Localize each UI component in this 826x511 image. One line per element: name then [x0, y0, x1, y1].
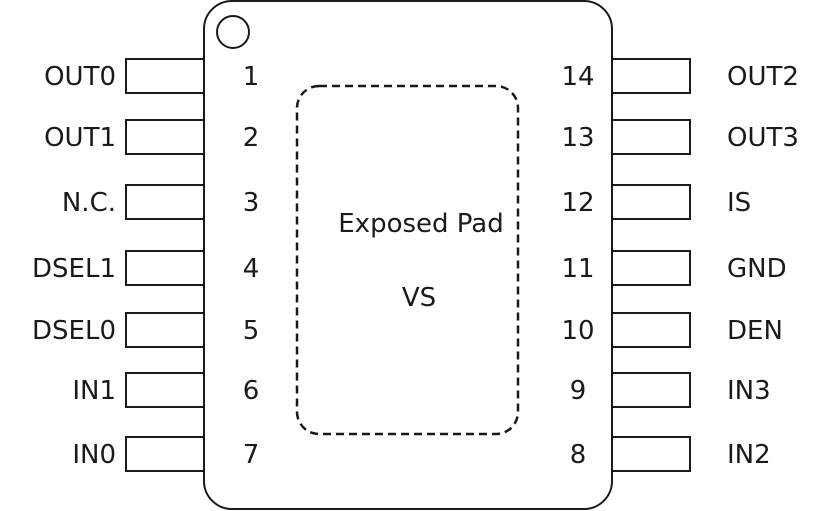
pin-name: IS — [727, 188, 751, 218]
pin-number: 2 — [243, 123, 260, 153]
pin-12: 12 IS — [561, 184, 751, 220]
pin-lead — [125, 250, 205, 286]
pin-lead — [125, 312, 205, 348]
pin-name: GND — [727, 254, 787, 284]
pin1-marker-icon — [216, 15, 250, 49]
pin-name: IN3 — [727, 376, 771, 406]
pin-number: 5 — [243, 316, 260, 346]
pin-8: 8 IN2 — [570, 436, 771, 472]
pin-13: 13 OUT3 — [561, 119, 799, 155]
pin-number: 3 — [243, 188, 260, 218]
pin-name: DSEL0 — [32, 316, 116, 346]
pin-11: 11 GND — [561, 250, 787, 286]
exposed-pad-title: Exposed Pad — [338, 209, 503, 239]
pin-name: OUT2 — [727, 62, 799, 92]
pin-number: 11 — [561, 254, 594, 284]
pin-name: IN1 — [72, 376, 116, 406]
exposed-pad-net: VS — [402, 283, 436, 313]
pin-lead — [125, 436, 205, 472]
pin-3: N.C. 3 — [62, 184, 260, 220]
pin-number: 1 — [243, 62, 260, 92]
pin-lead — [125, 184, 205, 220]
pin-1: OUT0 1 — [44, 58, 260, 94]
pin-number: 14 — [561, 62, 594, 92]
pin-name: OUT1 — [44, 123, 116, 153]
pin-number: 7 — [243, 440, 260, 470]
right-pin-column: 14 OUT2 13 OUT3 12 IS 11 GND 10 DEN 9 IN3 8 IN2 — [561, 58, 799, 472]
pin-number: 6 — [243, 376, 260, 406]
pin-10: 10 DEN — [561, 312, 783, 348]
pin-name: N.C. — [62, 188, 116, 218]
pin-name: IN0 — [72, 440, 116, 470]
pin-number: 8 — [570, 440, 587, 470]
pin-number: 13 — [561, 123, 594, 153]
pin-lead — [611, 184, 691, 220]
pin-5: DSEL0 5 — [32, 312, 260, 348]
pin-name: IN2 — [727, 440, 771, 470]
pin-lead — [611, 58, 691, 94]
pin-name: OUT3 — [727, 123, 799, 153]
pin-name: DEN — [727, 316, 783, 346]
pin-9: 9 IN3 — [570, 372, 771, 408]
pin-6: IN1 6 — [72, 372, 260, 408]
exposed-pad — [295, 84, 520, 436]
pin-2: OUT1 2 — [44, 119, 260, 155]
pin-number: 4 — [243, 254, 260, 284]
pin-7: IN0 7 — [72, 436, 260, 472]
pin-lead — [611, 312, 691, 348]
pin-number: 10 — [561, 316, 594, 346]
pin-4: DSEL1 4 — [32, 250, 260, 286]
pin-lead — [125, 58, 205, 94]
pin-name: DSEL1 — [32, 254, 116, 284]
pin-number: 12 — [561, 188, 594, 218]
pin-lead — [125, 372, 205, 408]
pin-number: 9 — [570, 376, 587, 406]
pin-name: OUT0 — [44, 62, 116, 92]
pin-lead — [125, 119, 205, 155]
pin-lead — [611, 372, 691, 408]
pin-lead — [611, 250, 691, 286]
pin-14: 14 OUT2 — [561, 58, 799, 94]
pin-lead — [611, 119, 691, 155]
pin-lead — [611, 436, 691, 472]
